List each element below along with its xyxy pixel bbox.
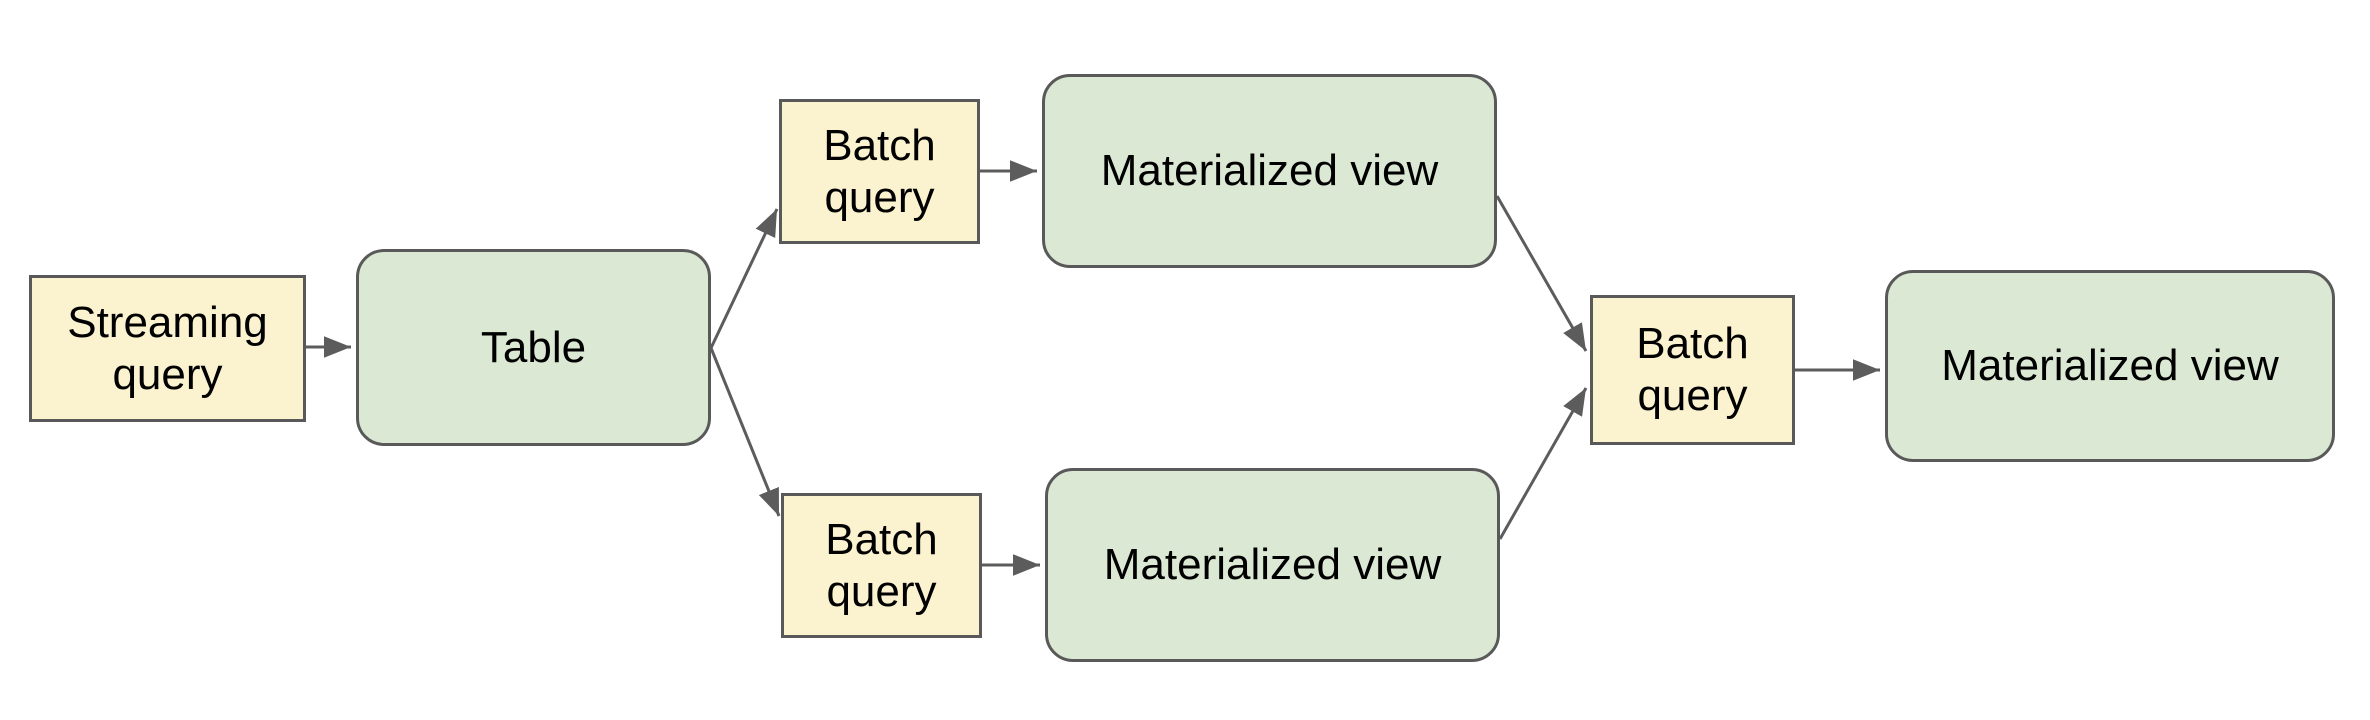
node-table[interactable]: Table [356,249,711,446]
node-batch-query-bottom[interactable]: Batch query [781,493,982,638]
node-materialized-view-right-label: Materialized view [1941,341,2279,391]
node-batch-query-top-label: Batch query [823,120,936,222]
node-batch-query-top[interactable]: Batch query [779,99,980,244]
node-materialized-view-top[interactable]: Materialized view [1042,74,1497,268]
node-batch-query-bottom-label: Batch query [825,514,938,616]
node-materialized-view-top-label: Materialized view [1100,146,1439,196]
node-table-label: Table [480,322,587,372]
edge-materialized-view-bottom-to-batch-query-right [1498,387,1588,540]
node-streaming-query-label: Streaming query [67,297,268,399]
edge-table-to-batch-query-top [709,208,779,349]
node-batch-query-right-label: Batch query [1636,319,1749,420]
node-batch-query-right[interactable]: Batch query [1590,295,1795,445]
edge-table-to-batch-query-bottom [709,347,781,517]
node-materialized-view-bottom-label: Materialized view [1103,540,1442,590]
edge-materialized-view-top-to-batch-query-right [1495,195,1588,352]
node-streaming-query[interactable]: Streaming query [29,275,306,422]
node-materialized-view-bottom[interactable]: Materialized view [1045,468,1500,662]
node-materialized-view-right[interactable]: Materialized view [1885,270,2335,462]
